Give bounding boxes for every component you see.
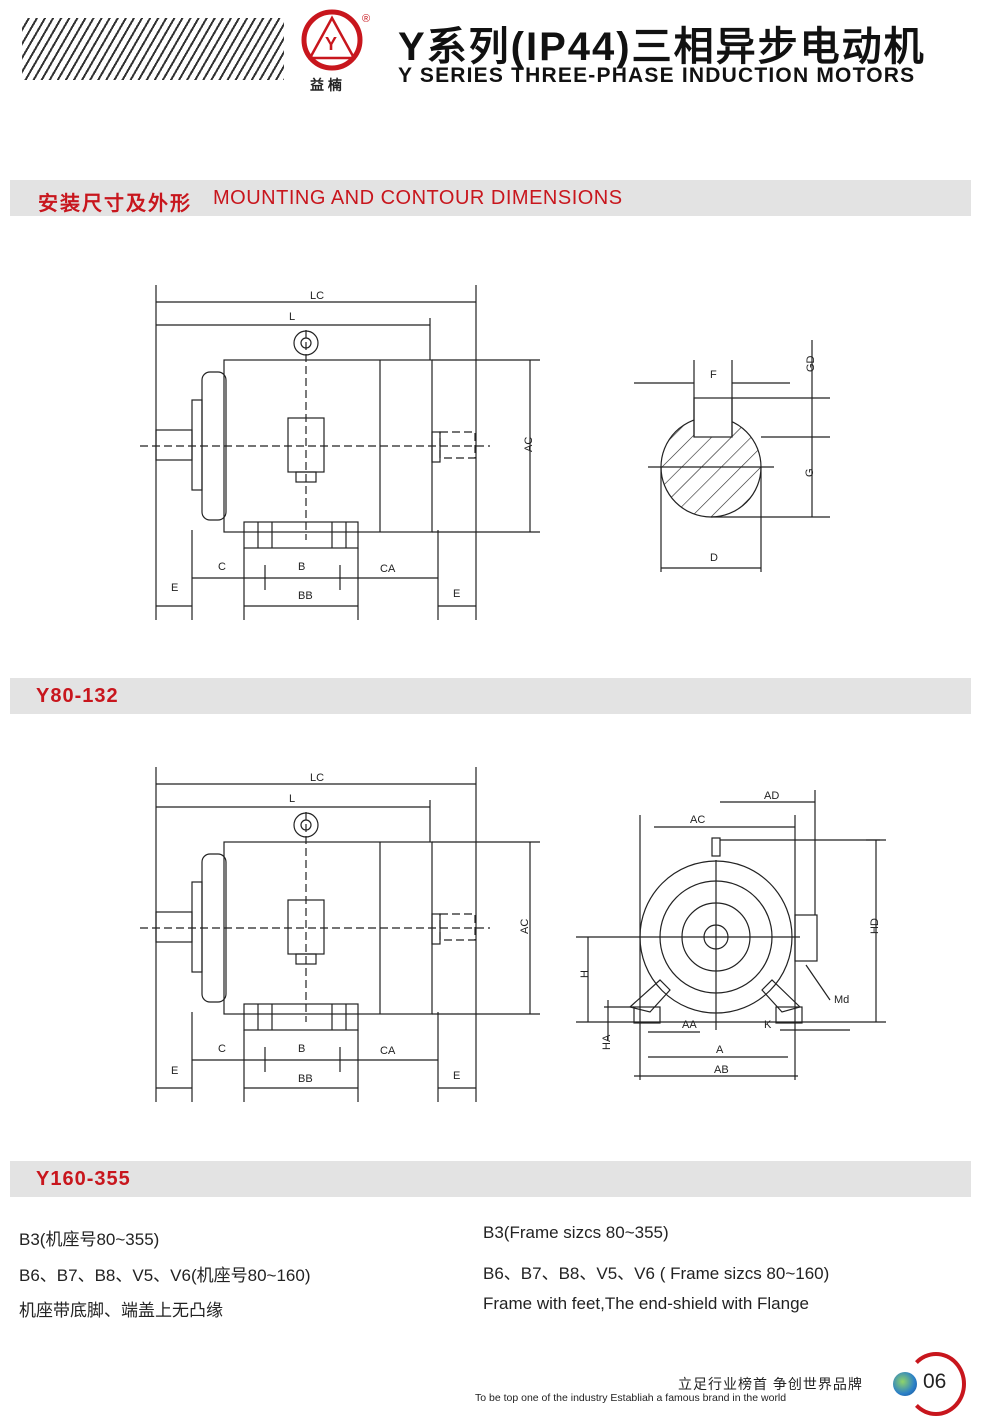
note-cn-1: B3(机座号80~355): [19, 1230, 160, 1249]
svg-text:E: E: [171, 1065, 178, 1077]
svg-text:AC: AC: [690, 814, 705, 826]
svg-text:AD: AD: [764, 790, 779, 802]
svg-text:F: F: [710, 369, 717, 381]
svg-text:H: H: [579, 970, 591, 978]
svg-text:E: E: [171, 582, 178, 594]
svg-text:L: L: [289, 311, 295, 323]
svg-text:L: L: [289, 793, 295, 805]
svg-text:BB: BB: [298, 1073, 313, 1085]
svg-text:AC: AC: [519, 919, 531, 934]
svg-text:A: A: [716, 1044, 724, 1056]
svg-text:E: E: [453, 1070, 460, 1082]
section-title-cn: 安装尺寸及外形: [38, 193, 192, 215]
svg-text:Md: Md: [834, 994, 849, 1006]
svg-text:Y: Y: [325, 34, 337, 54]
page-number-ring: [906, 1352, 966, 1416]
note-en-2: B6、B7、B8、V5、V6 ( Frame sizcs 80~160): [483, 1264, 830, 1283]
svg-text:AC: AC: [523, 437, 535, 452]
note-en-3: Frame with feet,The end-shield with Flan…: [483, 1294, 809, 1313]
svg-text:B: B: [298, 1043, 305, 1055]
note-cn-3: 机座带底脚、端盖上无凸缘: [19, 1301, 223, 1320]
svg-text:D: D: [710, 552, 718, 564]
section-title-en: MOUNTING AND CONTOUR DIMENSIONS: [213, 187, 623, 209]
front-view: AD AC HD H HA AA K A AB Md: [576, 790, 886, 1080]
svg-text:K: K: [764, 1019, 772, 1031]
svg-text:C: C: [218, 561, 226, 573]
page-title-en: Y SERIES THREE-PHASE INDUCTION MOTORS: [398, 64, 916, 87]
note-en-1: B3(Frame sizcs 80~355): [483, 1223, 669, 1242]
svg-text:AA: AA: [682, 1019, 697, 1031]
svg-text:CA: CA: [380, 563, 396, 575]
svg-text:LC: LC: [310, 772, 324, 784]
svg-text:AB: AB: [714, 1064, 729, 1076]
svg-text:C: C: [218, 1043, 226, 1055]
svg-text:E: E: [453, 588, 460, 600]
page-title-cn: Y系列(IP44)三相异步电动机: [398, 25, 926, 69]
svg-text:B: B: [298, 561, 305, 573]
section-band-y160: Y160-355: [10, 1161, 971, 1197]
side-view-labels-2: LC L AC C B CA BB E E: [171, 772, 531, 1085]
svg-text:LC: LC: [310, 290, 324, 302]
svg-text:®: ®: [362, 13, 370, 25]
footer-slogan-cn: 立足行业榜首 争创世界品牌: [678, 1376, 863, 1392]
decorative-stripes: [22, 18, 284, 80]
svg-text:G: G: [804, 468, 816, 477]
shaft-section-view: FGD GD: [634, 340, 830, 572]
svg-text:CA: CA: [380, 1045, 396, 1057]
page-number: 06: [923, 1370, 947, 1393]
side-view-labels-1: LC L AC C B CA BB E E: [171, 290, 535, 602]
footer-slogan-en: To be top one of the industry Establiah …: [475, 1392, 787, 1404]
svg-text:GD: GD: [805, 355, 817, 372]
brand-logo: Y ® 益 楠: [301, 9, 370, 93]
section-band-mounting: 安装尺寸及外形 MOUNTING AND CONTOUR DIMENSIONS: [10, 180, 971, 216]
section-band-y80: Y80-132: [10, 678, 971, 714]
note-cn-2: B6、B7、B8、V5、V6(机座号80~160): [19, 1266, 311, 1285]
svg-text:HA: HA: [601, 1034, 613, 1050]
svg-text:益 楠: 益 楠: [310, 77, 342, 93]
svg-text:BB: BB: [298, 590, 313, 602]
svg-text:HD: HD: [869, 918, 881, 934]
